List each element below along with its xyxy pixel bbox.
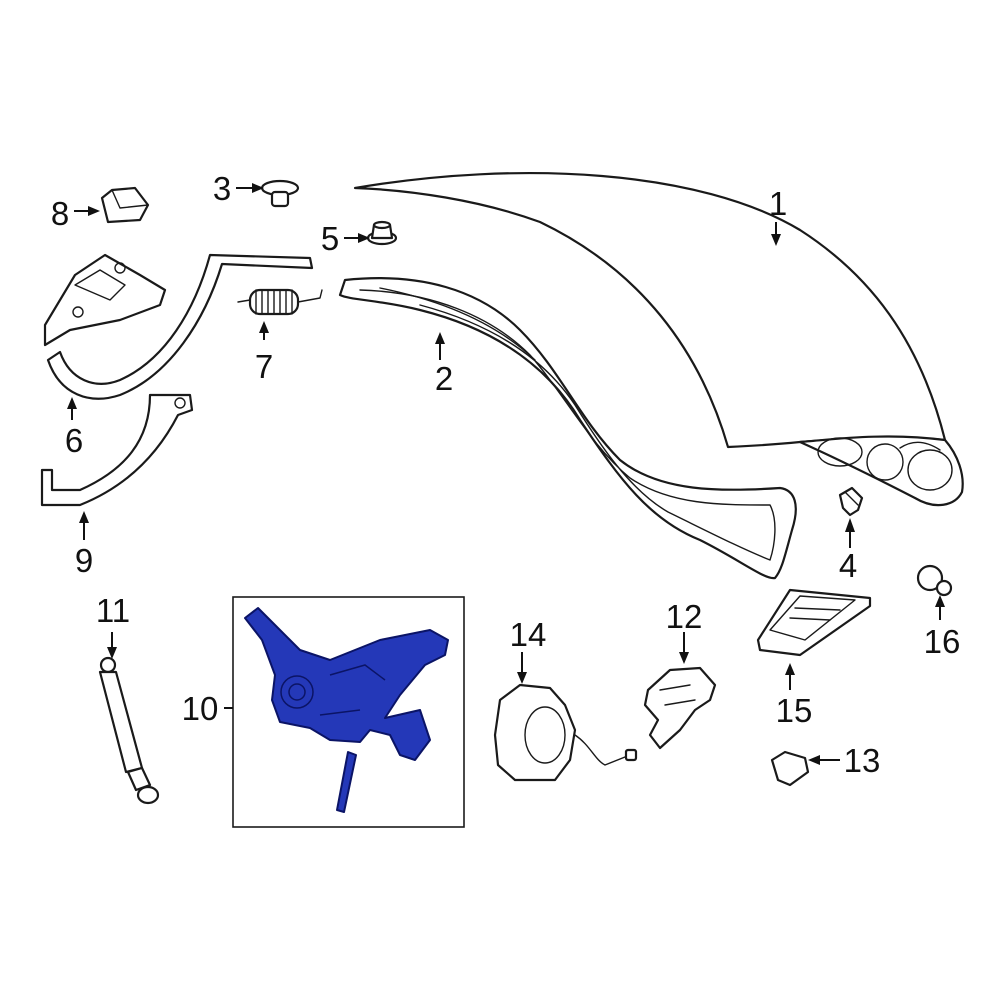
part-8-bracket[interactable] [100,186,150,224]
part-10-box [232,596,465,828]
part-9-hinge-cover[interactable] [40,393,194,507]
part-4-clip[interactable] [838,486,864,517]
part-13-bracket[interactable] [770,750,810,787]
callout-9: 9 [75,542,93,579]
part-7-spring[interactable] [237,288,323,316]
callout-2: 2 [435,360,453,397]
part-12-latch[interactable] [643,666,717,750]
callout-11: 11 [96,592,130,629]
callout-14: 14 [510,616,547,653]
callout-3: 3 [213,170,231,207]
part-15-handle[interactable] [756,588,872,657]
part-10-latch-actuator[interactable] [232,596,465,828]
callout-4: 4 [839,547,857,584]
part-2-weatherstrip[interactable] [338,277,797,580]
part-1-trunk-lid[interactable] [353,172,964,507]
callout-1: 1 [769,185,787,222]
part-3-push-pin[interactable] [260,179,300,208]
callout-8: 8 [51,195,69,232]
leader-lines [67,183,945,765]
part-6-hinge[interactable] [43,253,314,400]
part-11-gas-strut[interactable] [98,656,160,805]
callout-10: 10 [182,690,219,727]
part-5-bumper[interactable] [366,220,398,246]
callout-12: 12 [666,598,703,635]
callout-15: 15 [776,692,813,729]
callout-13: 13 [844,742,881,779]
callout-16: 16 [924,623,961,660]
callout-5: 5 [321,220,339,257]
part-14-actuator[interactable] [493,683,638,782]
callout-6: 6 [65,422,83,459]
part-16-grommet[interactable] [916,564,953,597]
callout-7: 7 [255,348,273,385]
